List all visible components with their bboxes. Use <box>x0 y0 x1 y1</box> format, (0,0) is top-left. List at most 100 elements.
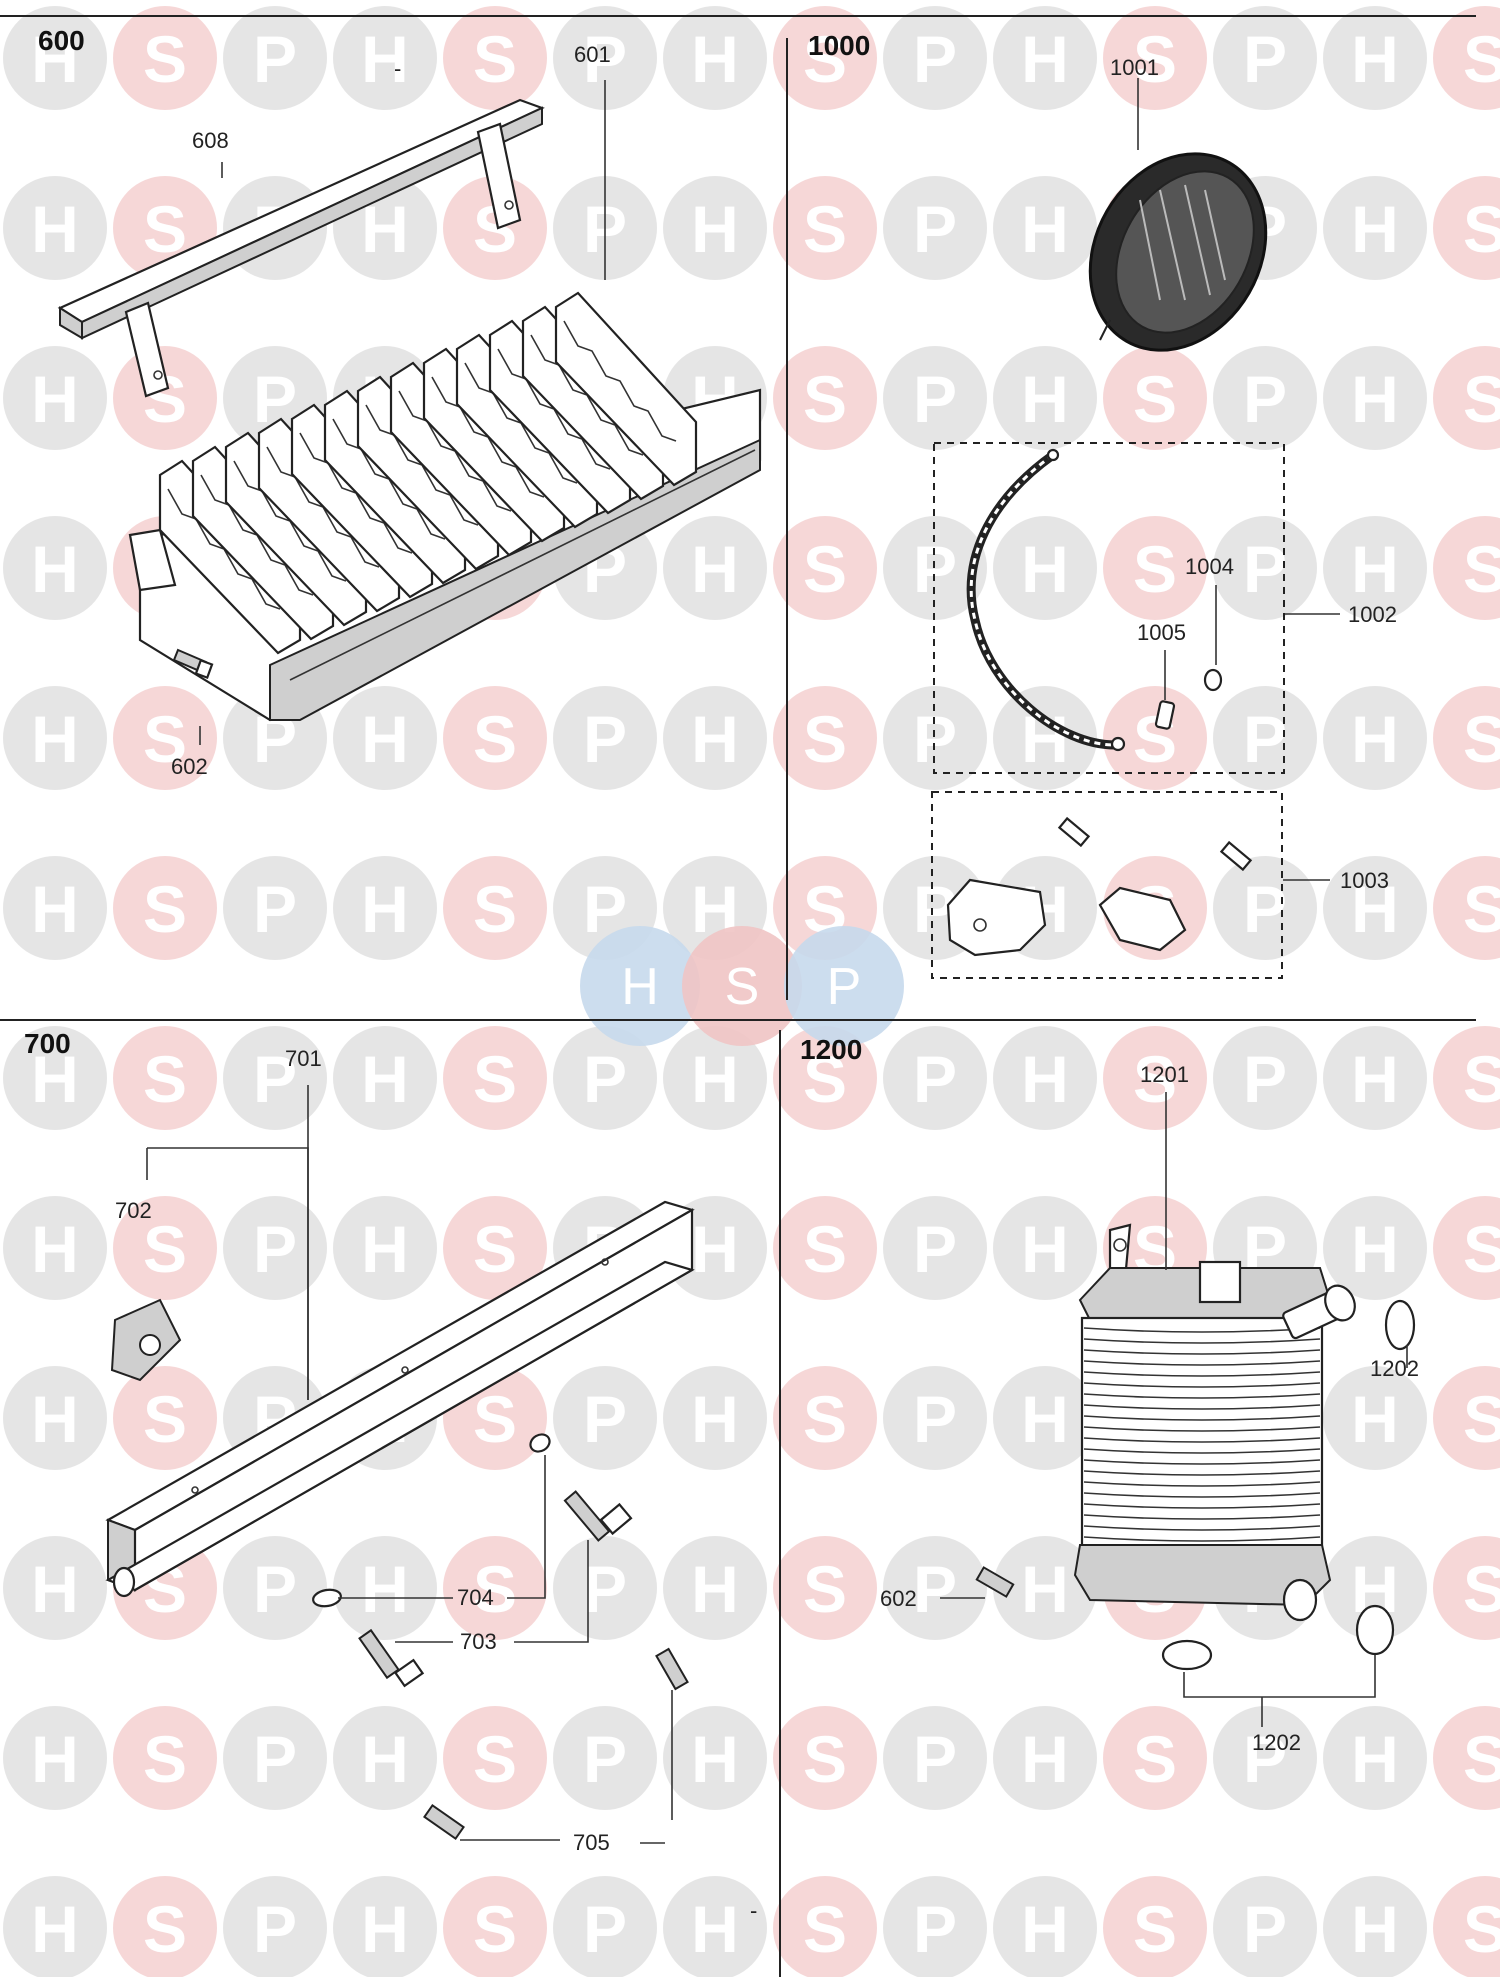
watermark-s: S <box>113 686 217 790</box>
watermark-h: H <box>3 176 107 280</box>
watermark-h: H <box>1323 1366 1427 1470</box>
watermark-s: S <box>443 686 547 790</box>
watermark-p: P <box>883 1196 987 1300</box>
watermark-letter: H <box>361 1892 409 1966</box>
section-title-1200: 1200 <box>800 1034 863 1065</box>
watermark-h: H <box>1323 1706 1427 1810</box>
watermark-s: S <box>113 1706 217 1810</box>
watermark-letter: S <box>1463 1892 1500 1966</box>
watermark-letter: S <box>1133 532 1177 606</box>
svg-text:S: S <box>725 958 760 1016</box>
center-badge-s: S <box>682 926 802 1046</box>
watermark-p: P <box>553 1026 657 1130</box>
watermark-letter: S <box>803 1382 847 1456</box>
watermark-letter: S <box>473 1212 517 1286</box>
watermark-letter: H <box>691 1042 739 1116</box>
watermark-letter: S <box>803 1042 847 1116</box>
watermark-letter: S <box>473 1552 517 1626</box>
watermark-s: S <box>773 176 877 280</box>
watermark-h: H <box>333 686 437 790</box>
section-title-1000: 1000 <box>808 30 871 61</box>
watermark-letter: S <box>143 1212 187 1286</box>
watermark-s: S <box>773 346 877 450</box>
watermark-letter: H <box>31 702 79 776</box>
watermark-letter: P <box>1243 362 1287 436</box>
watermark-letter: H <box>31 1552 79 1626</box>
watermark-h: H <box>993 686 1097 790</box>
burner-blade <box>554 291 698 487</box>
watermark-s: S <box>443 1706 547 1810</box>
watermark-h: H <box>333 1026 437 1130</box>
watermark-letter: H <box>691 22 739 96</box>
callout-601: 601 <box>574 42 611 67</box>
watermark-letter: P <box>1243 1892 1287 1966</box>
watermark-h: H <box>1323 686 1427 790</box>
watermark-p: P <box>883 1536 987 1640</box>
watermark-h: H <box>663 686 767 790</box>
watermark-s: S <box>1103 516 1207 620</box>
section-1200-parts <box>940 1092 1416 1727</box>
watermark-letter: H <box>1351 1212 1399 1286</box>
watermark-letter: P <box>253 872 297 946</box>
watermark-letter: H <box>31 1722 79 1796</box>
watermark-letter: S <box>473 1042 517 1116</box>
watermark-s: S <box>113 1876 217 1977</box>
watermark-letter: P <box>913 1552 957 1626</box>
watermark-letter: P <box>913 1042 957 1116</box>
watermark-letter: H <box>361 22 409 96</box>
watermark-h: H <box>1323 346 1427 450</box>
watermark-letter: P <box>1243 532 1287 606</box>
watermark-p: P <box>883 1876 987 1977</box>
watermark-letter: H <box>1351 362 1399 436</box>
callout-1003: 1003 <box>1340 868 1389 893</box>
watermark-letter: S <box>143 1722 187 1796</box>
watermark-letter: S <box>1463 1722 1500 1796</box>
watermark-h: H <box>993 176 1097 280</box>
watermark-letter: H <box>691 1892 739 1966</box>
watermark-h: H <box>3 6 107 110</box>
fin-line <box>1083 1404 1321 1410</box>
callout-608: 608 <box>192 128 229 153</box>
watermark-letter: H <box>1351 192 1399 266</box>
watermark-letter: H <box>691 1722 739 1796</box>
watermark-p: P <box>553 1706 657 1810</box>
watermark-p: P <box>553 1876 657 1977</box>
watermark-p: P <box>883 346 987 450</box>
screw-1005 <box>1154 700 1176 730</box>
fin-line <box>1083 1415 1321 1421</box>
watermark-h: H <box>333 6 437 110</box>
watermark-letter: S <box>1463 532 1500 606</box>
watermark-s: S <box>773 1196 877 1300</box>
watermark-s: S <box>1103 1026 1207 1130</box>
watermark-letter: H <box>1351 1042 1399 1116</box>
watermark-letter: S <box>803 702 847 776</box>
watermark-s: S <box>113 856 217 960</box>
watermark-h: H <box>1323 1196 1427 1300</box>
watermark-letter: P <box>253 1552 297 1626</box>
watermark-h: H <box>993 1196 1097 1300</box>
watermark-h: H <box>3 1026 107 1130</box>
watermark-s: S <box>113 1026 217 1130</box>
watermark-s: S <box>1433 516 1500 620</box>
watermark-p: P <box>1213 6 1317 110</box>
watermark-letter: S <box>1463 1042 1500 1116</box>
watermark-letter: P <box>253 1722 297 1796</box>
watermark-h: H <box>1323 176 1427 280</box>
callout-704: 704 <box>457 1585 494 1610</box>
watermark-letter: S <box>803 362 847 436</box>
watermark-letter: H <box>1021 702 1069 776</box>
electrode-lead <box>966 448 1126 752</box>
watermark-s: S <box>443 1196 547 1300</box>
watermark-letter: H <box>1021 1892 1069 1966</box>
callout-1202-top: 1202 <box>1370 1356 1419 1381</box>
watermark-letter: H <box>1021 1212 1069 1286</box>
watermark-letter: H <box>691 532 739 606</box>
watermark-h: H <box>663 516 767 620</box>
watermark-s: S <box>773 1366 877 1470</box>
watermark-letter: S <box>473 1892 517 1966</box>
watermark-letter: S <box>1463 192 1500 266</box>
callout-602: 602 <box>171 754 208 779</box>
fin-line <box>1083 1470 1321 1476</box>
